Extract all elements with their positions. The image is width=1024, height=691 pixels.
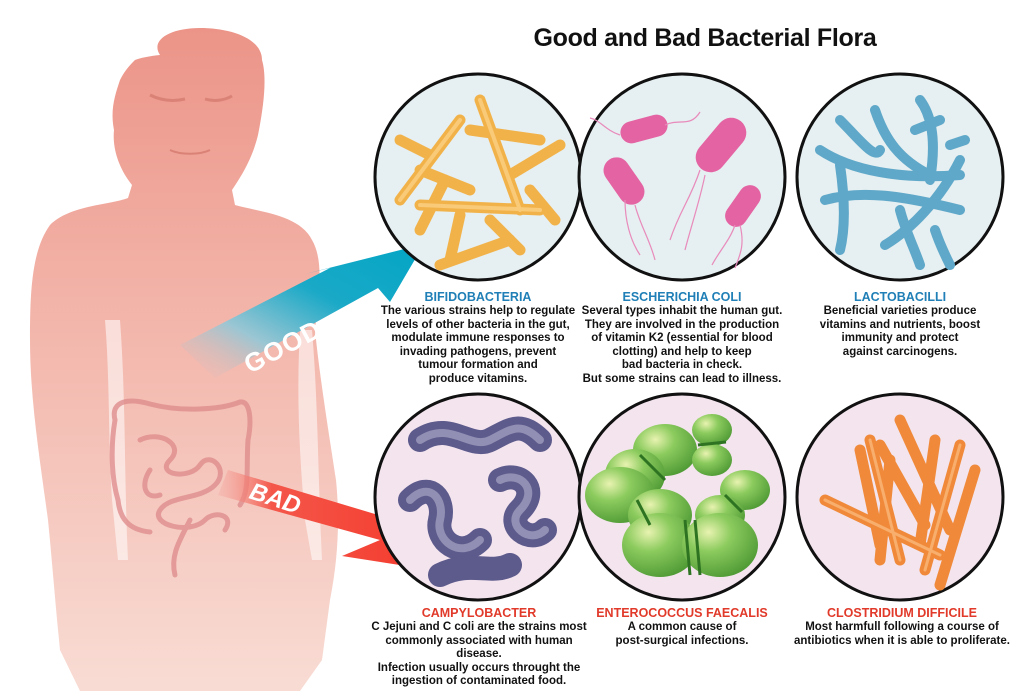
bacteria-name: ESCHERICHIA COLI	[622, 290, 742, 304]
clostridium-difficile-dish	[795, 392, 1005, 602]
bifidobacteria-caption: BIFIDOBACTERIA The various strains help …	[368, 290, 588, 387]
bacteria-description: Several types inhabit the human gut. The…	[581, 305, 783, 385]
bacteria-name: ENTEROCOCCUS FAECALIS	[596, 606, 768, 620]
clostridium-difficile-caption: CLOSTRIDIUM DIFFICILE Most harmfull foll…	[786, 606, 1018, 648]
page-title: Good and Bad Bacterial Flora	[533, 24, 877, 52]
campylobacter-caption: CAMPYLOBACTER C Jejuni and C coli are th…	[362, 606, 596, 689]
bacteria-name: CAMPYLOBACTER	[421, 606, 537, 620]
escherichia-coli-dish	[577, 72, 787, 282]
intestines-icon	[109, 398, 253, 578]
bacteria-description: Most harmfull following a course of anti…	[794, 621, 1010, 647]
bacteria-name: LACTOBACILLI	[853, 290, 947, 304]
bacteria-name: BIFIDOBACTERIA	[424, 290, 532, 304]
human-body-silhouette	[30, 28, 338, 691]
enterococcus-faecalis-caption: ENTEROCOCCUS FAECALIS A common cause of …	[582, 606, 782, 648]
escherichia-coli-caption: ESCHERICHIA COLI Several types inhabit t…	[572, 290, 792, 387]
lactobacilli-dish	[795, 72, 1005, 282]
bacteria-description: A common cause of post-surgical infectio…	[615, 621, 749, 647]
bacteria-description: C Jejuni and C coli are the strains most…	[371, 621, 587, 688]
bacteria-name: CLOSTRIDIUM DIFFICILE	[827, 606, 977, 620]
enterococcus-faecalis-dish	[577, 392, 787, 602]
bifidobacteria-dish	[373, 72, 583, 282]
bacteria-description: The various strains help to regulate lev…	[380, 305, 576, 385]
lactobacilli-caption: LACTOBACILLI Beneficial varieties produc…	[790, 290, 1010, 359]
campylobacter-dish	[373, 392, 583, 602]
bacteria-description: Beneficial varieties produce vitamins an…	[819, 305, 981, 358]
